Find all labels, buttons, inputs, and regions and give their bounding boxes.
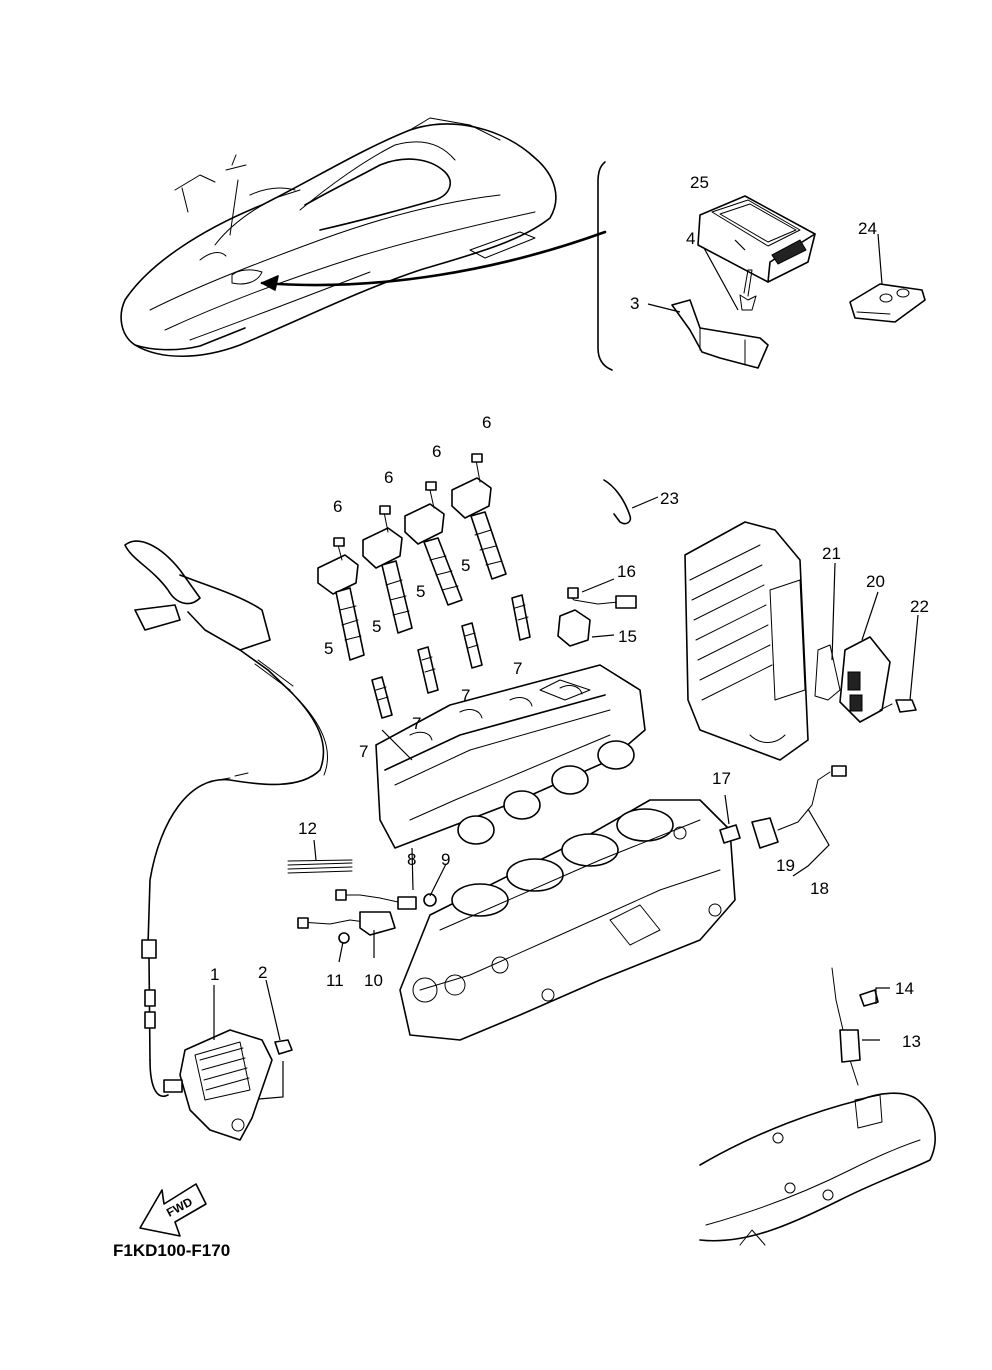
temperature-sensor (719, 765, 847, 849)
callout-7c: 7 (461, 686, 470, 705)
callout-7d: 7 (513, 659, 522, 678)
callout-21: 21 (822, 544, 841, 563)
crank-sensor (831, 967, 879, 1086)
callout-20: 20 (866, 572, 885, 591)
callout-6c: 6 (432, 442, 441, 461)
callout-25: 25 (690, 173, 709, 192)
oil-pan (699, 1092, 936, 1246)
callout-2: 2 (258, 963, 267, 982)
fwd-label: FWD (164, 1194, 195, 1219)
engine-block (399, 799, 736, 1041)
callout-6b: 6 (384, 468, 393, 487)
leader-lines (213, 233, 919, 1041)
cam-sensor (557, 587, 637, 647)
callout-23: 23 (660, 489, 679, 508)
detail-bracket (597, 161, 613, 371)
spark-plugs (371, 594, 531, 719)
callout-6a: 6 (333, 497, 342, 516)
throttle-body (163, 1029, 293, 1141)
callout-9: 9 (441, 850, 450, 869)
callout-4: 4 (686, 229, 695, 248)
callout-17: 17 (712, 769, 731, 788)
remote-transmitter (849, 283, 926, 323)
figure-code: F1KD100-F170 (113, 1241, 230, 1260)
callout-5c: 5 (416, 582, 425, 601)
callout-13: 13 (902, 1032, 921, 1051)
callout-7b: 7 (412, 714, 421, 733)
sensor-23 (603, 479, 632, 525)
exhaust-manifold (684, 521, 809, 761)
callout-12: 12 (298, 819, 317, 838)
forward-arrow-icon: FWD (139, 1183, 207, 1237)
callout-8: 8 (407, 850, 416, 869)
callout-18: 18 (810, 879, 829, 898)
callout-5b: 5 (372, 617, 381, 636)
sensor-unit-20 (814, 636, 917, 723)
callout-1: 1 (210, 965, 219, 984)
callout-5d: 5 (461, 556, 470, 575)
callout-14: 14 (895, 979, 914, 998)
callout-6d: 6 (482, 413, 491, 432)
coil-bolts (333, 453, 483, 547)
cylinder-head (375, 664, 646, 849)
callout-3: 3 (630, 294, 639, 313)
callout-5a: 5 (324, 639, 333, 658)
callout-11: 11 (326, 971, 344, 990)
harness-sensors (287, 859, 437, 944)
callout-22: 22 (910, 597, 929, 616)
throttle-cable (124, 540, 328, 1097)
callout-19: 19 (776, 856, 795, 875)
callout-24: 24 (858, 219, 877, 238)
callout-16: 16 (617, 562, 636, 581)
watercraft-illustration (120, 117, 607, 357)
callout-7a: 7 (359, 742, 368, 761)
ignition-coils (317, 459, 507, 661)
ecu-assembly (671, 195, 816, 369)
callout-15: 15 (618, 627, 637, 646)
callout-labels: 1 2 3 4 5 5 5 5 6 6 6 6 7 7 7 7 8 9 10 1… (210, 173, 929, 1051)
callout-10: 10 (364, 971, 383, 990)
